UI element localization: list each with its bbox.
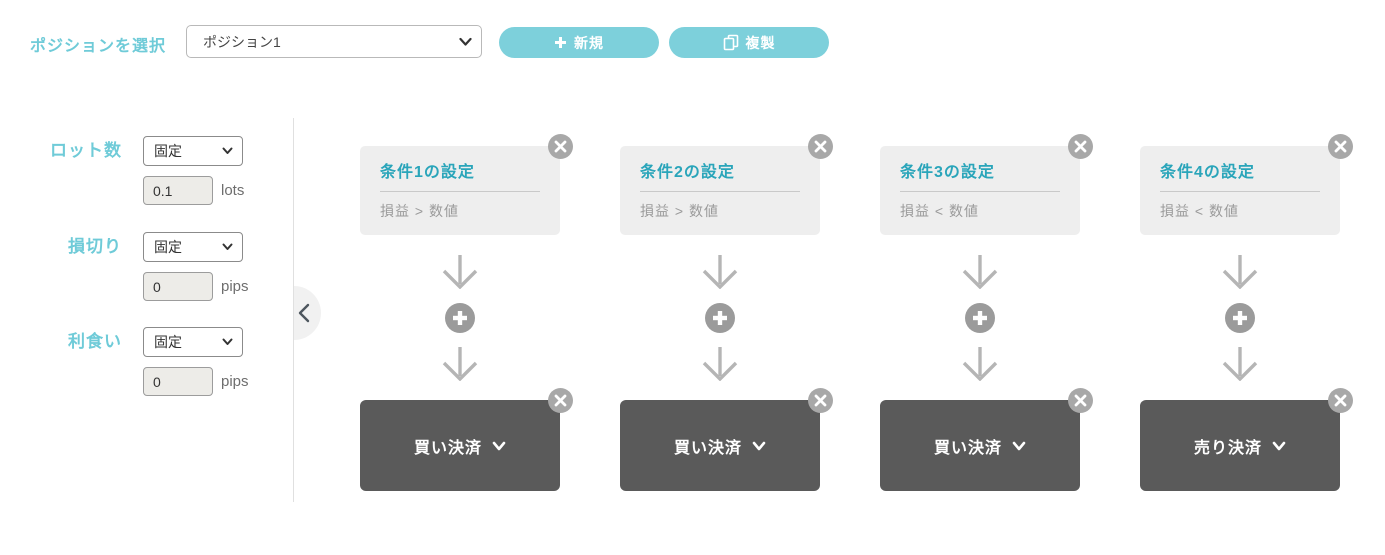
new-button-label: 新規 — [574, 34, 604, 51]
position-select-control[interactable]: ポジション1 — [186, 25, 482, 58]
condition-close-button[interactable] — [1328, 134, 1353, 159]
chevron-left-icon — [297, 302, 311, 329]
close-icon — [814, 394, 827, 407]
add-condition-button[interactable] — [445, 303, 475, 333]
chevron-down-icon — [1012, 441, 1026, 450]
condition-card-title: 条件4の設定 — [1160, 164, 1255, 181]
close-icon — [1334, 140, 1347, 153]
lot-size-label: ロット数 — [50, 141, 122, 160]
new-button[interactable]: 新規 — [499, 27, 659, 58]
condition-card-divider — [640, 191, 800, 192]
action-select[interactable]: 売り決済 — [1140, 388, 1353, 491]
take-profit-input[interactable] — [143, 367, 213, 396]
take-profit-mode-select[interactable]: 固定 — [143, 327, 243, 357]
duplicate-button[interactable]: 複製 — [669, 27, 829, 58]
condition-close-button[interactable] — [808, 134, 833, 159]
condition-card-divider — [900, 191, 1060, 192]
chevron-down-icon — [492, 441, 506, 450]
stop-loss-mode-select[interactable]: 固定 — [143, 232, 243, 262]
add-condition-button[interactable] — [705, 303, 735, 333]
plus-icon — [453, 311, 467, 325]
plus-icon — [713, 311, 727, 325]
close-icon — [1074, 394, 1087, 407]
stop-loss-label: 損切り — [68, 237, 122, 256]
action-label: 買い決済 — [933, 439, 1002, 457]
close-icon — [554, 394, 567, 407]
action-label: 売り決済 — [1193, 439, 1262, 457]
close-icon — [814, 140, 827, 153]
action-select[interactable]: 買い決済 — [880, 388, 1093, 491]
arrow-down-icon — [962, 347, 998, 381]
condition-summary: 損益 < 数値 — [1160, 203, 1239, 219]
condition-summary: 損益 > 数値 — [380, 203, 459, 219]
add-condition-button[interactable] — [965, 303, 995, 333]
condition-card-title: 条件2の設定 — [640, 164, 735, 181]
arrow-down-icon — [1222, 255, 1258, 289]
arrow-down-icon — [442, 255, 478, 289]
condition-card-divider — [380, 191, 540, 192]
add-condition-button[interactable] — [1225, 303, 1255, 333]
close-icon — [1074, 140, 1087, 153]
chevron-down-icon — [1272, 441, 1286, 450]
condition-card-title: 条件3の設定 — [900, 164, 995, 181]
action-label: 買い決済 — [413, 439, 482, 457]
action-select[interactable]: 買い決済 — [360, 388, 573, 491]
arrow-down-icon — [962, 255, 998, 289]
action-close-button[interactable] — [1328, 388, 1353, 413]
action-select[interactable]: 買い決済 — [620, 388, 833, 491]
duplicate-button-label: 複製 — [745, 34, 776, 51]
condition-card-divider — [1160, 191, 1320, 192]
action-close-button[interactable] — [548, 388, 573, 413]
take-profit-label: 利食い — [68, 332, 122, 351]
arrow-down-icon — [702, 347, 738, 381]
position-select[interactable]: ポジション1 — [186, 25, 482, 58]
condition-close-button[interactable] — [1068, 134, 1093, 159]
arrow-down-icon — [442, 347, 478, 381]
plus-icon — [554, 36, 567, 49]
close-icon — [1334, 394, 1347, 407]
condition-summary: 損益 < 数値 — [900, 203, 979, 219]
condition-card[interactable]: 条件3の設定 損益 < 数値 — [880, 134, 1093, 235]
position-select-label: ポジションを選択 — [30, 38, 167, 55]
condition-card-title: 条件1の設定 — [380, 164, 475, 181]
action-close-button[interactable] — [1068, 388, 1093, 413]
copy-icon — [723, 34, 739, 51]
action-label: 買い決済 — [673, 439, 742, 457]
stop-loss-unit-label: pips — [221, 278, 249, 295]
take-profit-unit-label: pips — [221, 373, 249, 390]
stop-loss-input[interactable] — [143, 272, 213, 301]
arrow-down-icon — [1222, 347, 1258, 381]
lot-size-mode-control[interactable]: 固定 — [143, 136, 243, 166]
plus-icon — [973, 311, 987, 325]
take-profit-mode-control[interactable]: 固定 — [143, 327, 243, 357]
sidebar-collapse-toggle[interactable] — [294, 286, 321, 340]
condition-card[interactable]: 条件2の設定 損益 > 数値 — [620, 134, 833, 235]
condition-close-button[interactable] — [548, 134, 573, 159]
condition-summary: 損益 > 数値 — [640, 203, 719, 219]
lot-size-input[interactable] — [143, 176, 213, 205]
action-close-button[interactable] — [808, 388, 833, 413]
stop-loss-mode-control[interactable]: 固定 — [143, 232, 243, 262]
close-icon — [554, 140, 567, 153]
condition-card[interactable]: 条件4の設定 損益 < 数値 — [1140, 134, 1353, 235]
arrow-down-icon — [702, 255, 738, 289]
plus-icon — [1233, 311, 1247, 325]
lot-size-mode-select[interactable]: 固定 — [143, 136, 243, 166]
condition-card[interactable]: 条件1の設定 損益 > 数値 — [360, 134, 573, 235]
chevron-down-icon — [752, 441, 766, 450]
lot-size-unit-label: lots — [221, 182, 245, 199]
sidebar-divider — [293, 118, 294, 502]
